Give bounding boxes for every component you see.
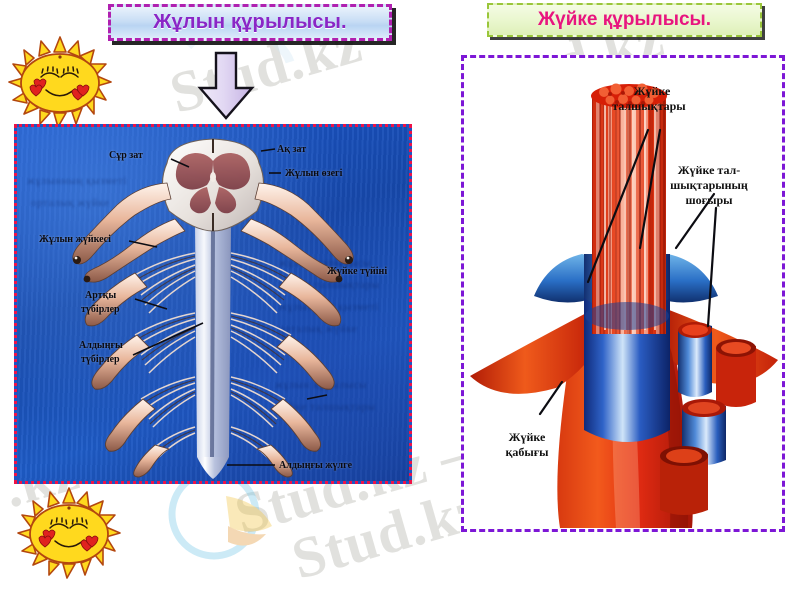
label-aldyngy-tubirler-line1: Алдыңғы	[79, 340, 123, 351]
label-zhuike-qabygy-line2: қабығы	[505, 445, 549, 459]
label-artqy-tubirler-line2: түбірлер	[81, 304, 120, 315]
label-artqy-tubirler-line1: Артқы	[85, 290, 117, 301]
label-aq-zat: Ақ зат	[277, 144, 307, 155]
label-aldyngy-tubirler-line2: түбірлер	[81, 354, 120, 365]
label-zhulyn-ozegi: Жұлын өзегі	[285, 168, 343, 179]
label-sur-zat: Сұр зат	[109, 150, 143, 161]
ghost-text-line: жұлынның қызметі	[27, 175, 128, 187]
nerve-illustration	[470, 83, 778, 528]
label-zhuike-qabygy-line1: Жүйке	[508, 430, 546, 444]
ghost-text-line: орталық жүйке	[279, 323, 358, 335]
label-zhulyn-zhuikesi: Жұлын жүйкесі	[39, 234, 111, 245]
spinal-cord-figure: жұлынның қызметі орталық жүйке жұлын құр…	[14, 124, 412, 484]
label-shogyry-line1: Жүйке тал-	[677, 163, 741, 177]
title-box-nerve: Жүйке құрылысы.	[487, 3, 762, 37]
label-zhuike-talshyqtary-line2: талшықтары	[612, 99, 686, 113]
title-box-spinal-cord: Жұлын құрылысы.	[108, 4, 392, 41]
smiling-sun-icon-bottom	[17, 487, 121, 579]
ghost-text-line: орталық жүйке	[31, 197, 110, 209]
smiling-sun-icon-top	[8, 36, 112, 128]
title-text-left: Жұлын құрылысы.	[153, 11, 347, 33]
title-text-right: Жүйке құрылысы.	[537, 9, 712, 30]
label-shogyry-line2: шықтарының	[670, 178, 748, 192]
label-shogyry-line3: шоғыры	[685, 193, 733, 207]
label-zhuike-talshyqtary-line1: Жүйке	[633, 84, 671, 98]
ghost-text-line: жүйке талшықтары	[275, 401, 376, 413]
spinal-cord-illustration	[72, 138, 354, 479]
nerve-figure: Жүйке талшықтары Жүйке тал- шықтарының ш…	[461, 55, 785, 532]
label-zhuike-tuini: Жүйке түйіні	[327, 266, 388, 277]
down-arrow-icon	[197, 51, 255, 120]
label-aldyngy-zhulge: Алдыңғы жүлге	[279, 460, 353, 471]
